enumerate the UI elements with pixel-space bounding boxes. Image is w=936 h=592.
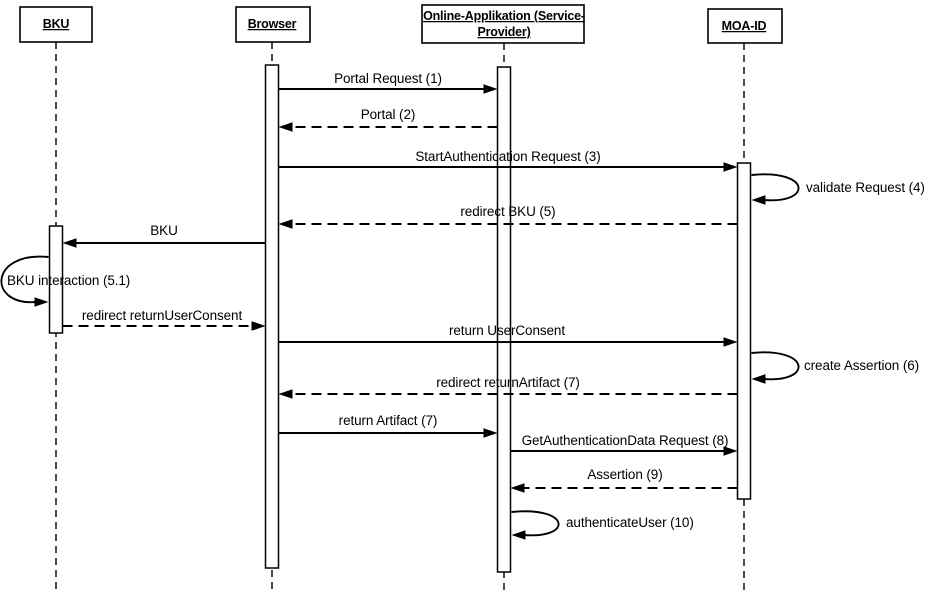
message-7-label: redirect returnArtifact (7)	[436, 375, 580, 390]
message-1-label: Portal (2)	[361, 107, 416, 122]
actor-box-online_app	[421, 4, 585, 44]
self-message-2-curve	[751, 351, 800, 381]
self-message-0-arrowhead	[751, 195, 766, 205]
self-message-3-curve	[511, 510, 560, 537]
message-9-label: GetAuthenticationData Request (8)	[522, 433, 729, 448]
self-message-0-label: validate Request (4)	[806, 180, 925, 195]
message-8-arrowhead	[483, 428, 498, 438]
self-message-2-label: create Assertion (6)	[804, 358, 919, 373]
actor-label-line: Provider)	[477, 25, 530, 39]
self-message-3-label: authenticateUser (10)	[566, 515, 694, 530]
message-5-arrowhead	[251, 321, 266, 331]
activation-bar-bku-0	[48, 225, 64, 334]
actor-label-line: Online-Applikation (Service-	[423, 9, 585, 23]
message-1-arrowhead	[278, 122, 293, 132]
actor-box-browser	[235, 6, 311, 43]
self-message-1-label: BKU interaction (5.1)	[7, 273, 130, 288]
actor-label-bku: BKU	[43, 17, 70, 31]
message-9-arrowhead	[723, 446, 738, 456]
self-message-1-arrowhead	[34, 297, 49, 307]
message-0-label: Portal Request (1)	[334, 71, 442, 86]
activation-bar-online_app-0	[496, 66, 512, 573]
message-6-arrowhead	[723, 337, 738, 347]
message-3-arrowhead	[278, 219, 293, 229]
message-4-arrowhead	[62, 238, 77, 248]
actor-label-online_app: Online-Applikation (Service- Provider)	[423, 9, 585, 39]
message-3-label: redirect BKU (5)	[460, 204, 555, 219]
message-10-label: Assertion (9)	[587, 467, 662, 482]
actor-label-browser: Browser	[248, 17, 297, 31]
self-message-2-arrowhead	[751, 374, 766, 384]
message-4-label: BKU	[150, 223, 177, 238]
message-5-label: redirect returnUserConsent	[82, 308, 243, 323]
message-6-label: return UserConsent	[449, 323, 565, 338]
message-0-arrowhead	[483, 84, 498, 94]
self-message-1-curve	[0, 255, 49, 303]
message-8-label: return Artifact (7)	[339, 413, 438, 428]
message-7-arrowhead	[278, 389, 293, 399]
message-2-label: StartAuthentication Request (3)	[415, 149, 600, 164]
self-message-3-arrowhead	[511, 530, 526, 540]
message-10-arrowhead	[510, 483, 525, 493]
actor-label-moa_id: MOA-ID	[722, 19, 767, 33]
actor-box-moa_id	[707, 8, 783, 44]
actor-box-bku	[19, 6, 93, 43]
activation-bar-browser-0	[264, 64, 280, 569]
message-2-arrowhead	[723, 162, 738, 172]
activation-bar-moa_id-0	[736, 162, 752, 500]
self-message-0-curve	[751, 173, 800, 202]
